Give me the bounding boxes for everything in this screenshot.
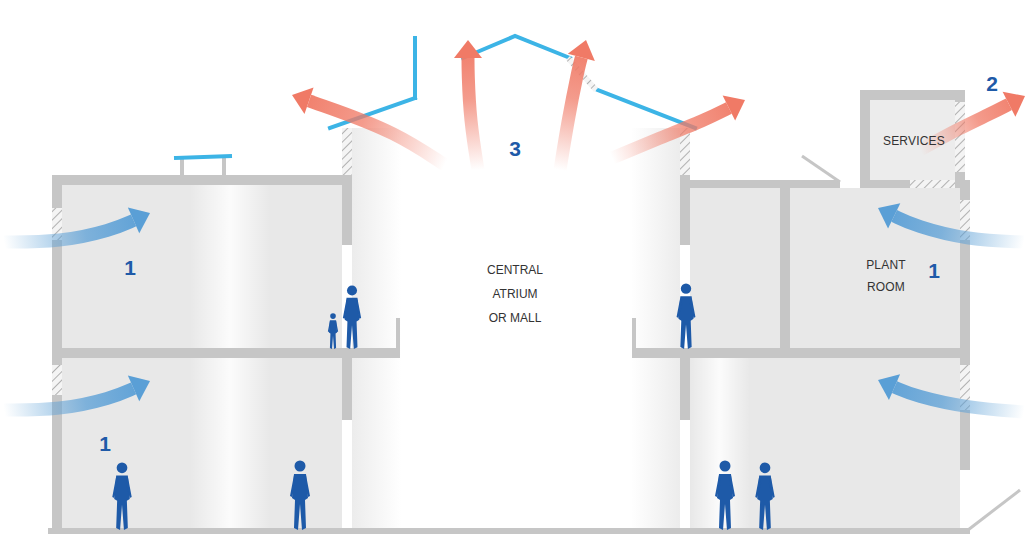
arrow-head	[568, 40, 595, 61]
person-figure	[755, 462, 774, 530]
arrow-head	[723, 96, 745, 121]
airflow-arrows	[4, 40, 1025, 412]
arrow-head	[128, 208, 150, 234]
callout-number: 1	[99, 432, 111, 456]
person-figure	[290, 461, 310, 531]
right-interior	[690, 188, 960, 530]
room-name: PLANT ROOM	[857, 254, 915, 298]
room-name: SERVICES	[883, 130, 945, 152]
arrow-head	[454, 40, 482, 58]
person-figure	[328, 313, 338, 349]
arrow-head	[1003, 92, 1025, 117]
person-figure	[343, 285, 361, 349]
room-label-box: PLANT ROOM	[857, 254, 915, 298]
vent-openings	[52, 102, 970, 410]
person-figure	[715, 461, 735, 531]
light-shaft	[690, 358, 750, 530]
airflow-arrow	[560, 57, 581, 170]
airflow-arrow	[309, 101, 445, 165]
airflow-arrow	[4, 388, 134, 410]
arrow-head	[128, 376, 150, 402]
callout-number: 2	[986, 72, 998, 96]
room-label-box: SERVICES	[883, 130, 945, 152]
airflow-arrow	[4, 220, 134, 242]
open-flaps	[802, 156, 1020, 530]
airflow-arrow	[612, 108, 729, 158]
atrium-space	[352, 128, 680, 530]
callout-number: 1	[928, 259, 940, 283]
person-figure	[112, 462, 131, 530]
arrow-head	[292, 88, 314, 114]
arrow-head	[878, 203, 900, 228]
space-label: CENTRAL ATRIUM OR MALL	[482, 258, 548, 330]
callout-number: 1	[124, 256, 136, 280]
person-figure	[677, 283, 696, 349]
people	[112, 283, 774, 530]
walls	[48, 90, 970, 534]
arrow-head	[878, 374, 900, 400]
roof-glazing	[176, 36, 695, 158]
callout-number: 3	[509, 137, 521, 161]
airflow-arrow	[895, 387, 1024, 412]
services-interior	[870, 100, 955, 180]
airflow-arrow	[468, 58, 478, 170]
airflow-arrow	[894, 216, 1024, 242]
